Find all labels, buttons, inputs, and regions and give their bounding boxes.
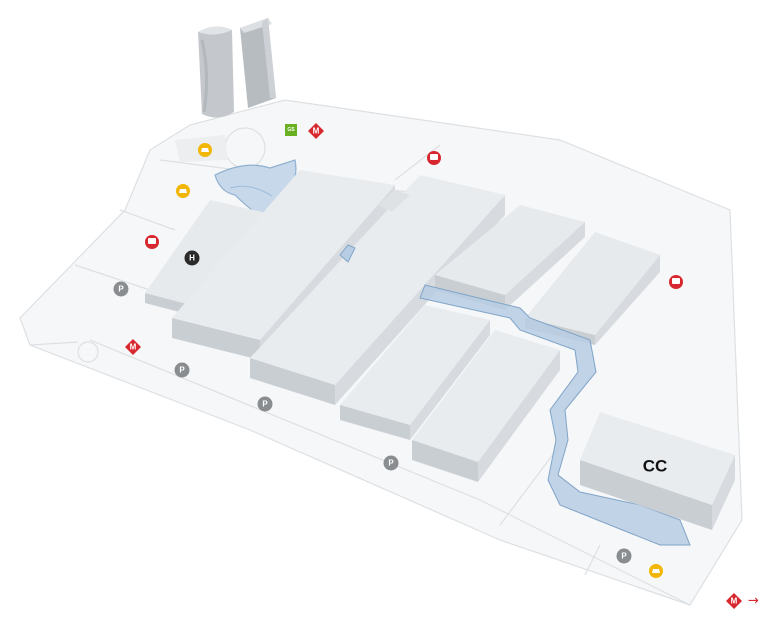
twin-towers — [198, 18, 276, 118]
bus-icon[interactable] — [427, 151, 441, 165]
taxi-icon[interactable] — [198, 143, 212, 157]
hotel-icon[interactable]: H — [184, 250, 200, 266]
congress-centre: CC — [580, 412, 735, 530]
exhibition-halls — [145, 170, 660, 482]
parking-icon[interactable]: P — [383, 455, 399, 471]
hall-g — [412, 330, 560, 482]
metro-icon[interactable]: M — [308, 123, 324, 139]
parking-icon[interactable]: P — [174, 362, 190, 378]
parking-icon[interactable]: P — [113, 281, 129, 297]
green-square-icon[interactable]: GS — [285, 124, 297, 136]
congress-centre-label: CC — [643, 457, 668, 476]
parking-icon[interactable]: P — [616, 548, 632, 564]
taxi-icon[interactable] — [176, 184, 190, 198]
bus-icon[interactable] — [145, 235, 159, 249]
hall-c — [250, 175, 505, 405]
arrow-right-icon: → — [748, 594, 759, 609]
bus-icon[interactable] — [669, 275, 683, 289]
metro-icon[interactable]: M — [125, 339, 141, 355]
covered-walkway — [339, 244, 691, 546]
taxi-icon[interactable] — [649, 564, 663, 578]
hall-f — [340, 305, 490, 440]
metro-icon — [726, 593, 742, 609]
metro-link[interactable]: M → — [726, 593, 759, 609]
parking-icon[interactable]: P — [257, 396, 273, 412]
